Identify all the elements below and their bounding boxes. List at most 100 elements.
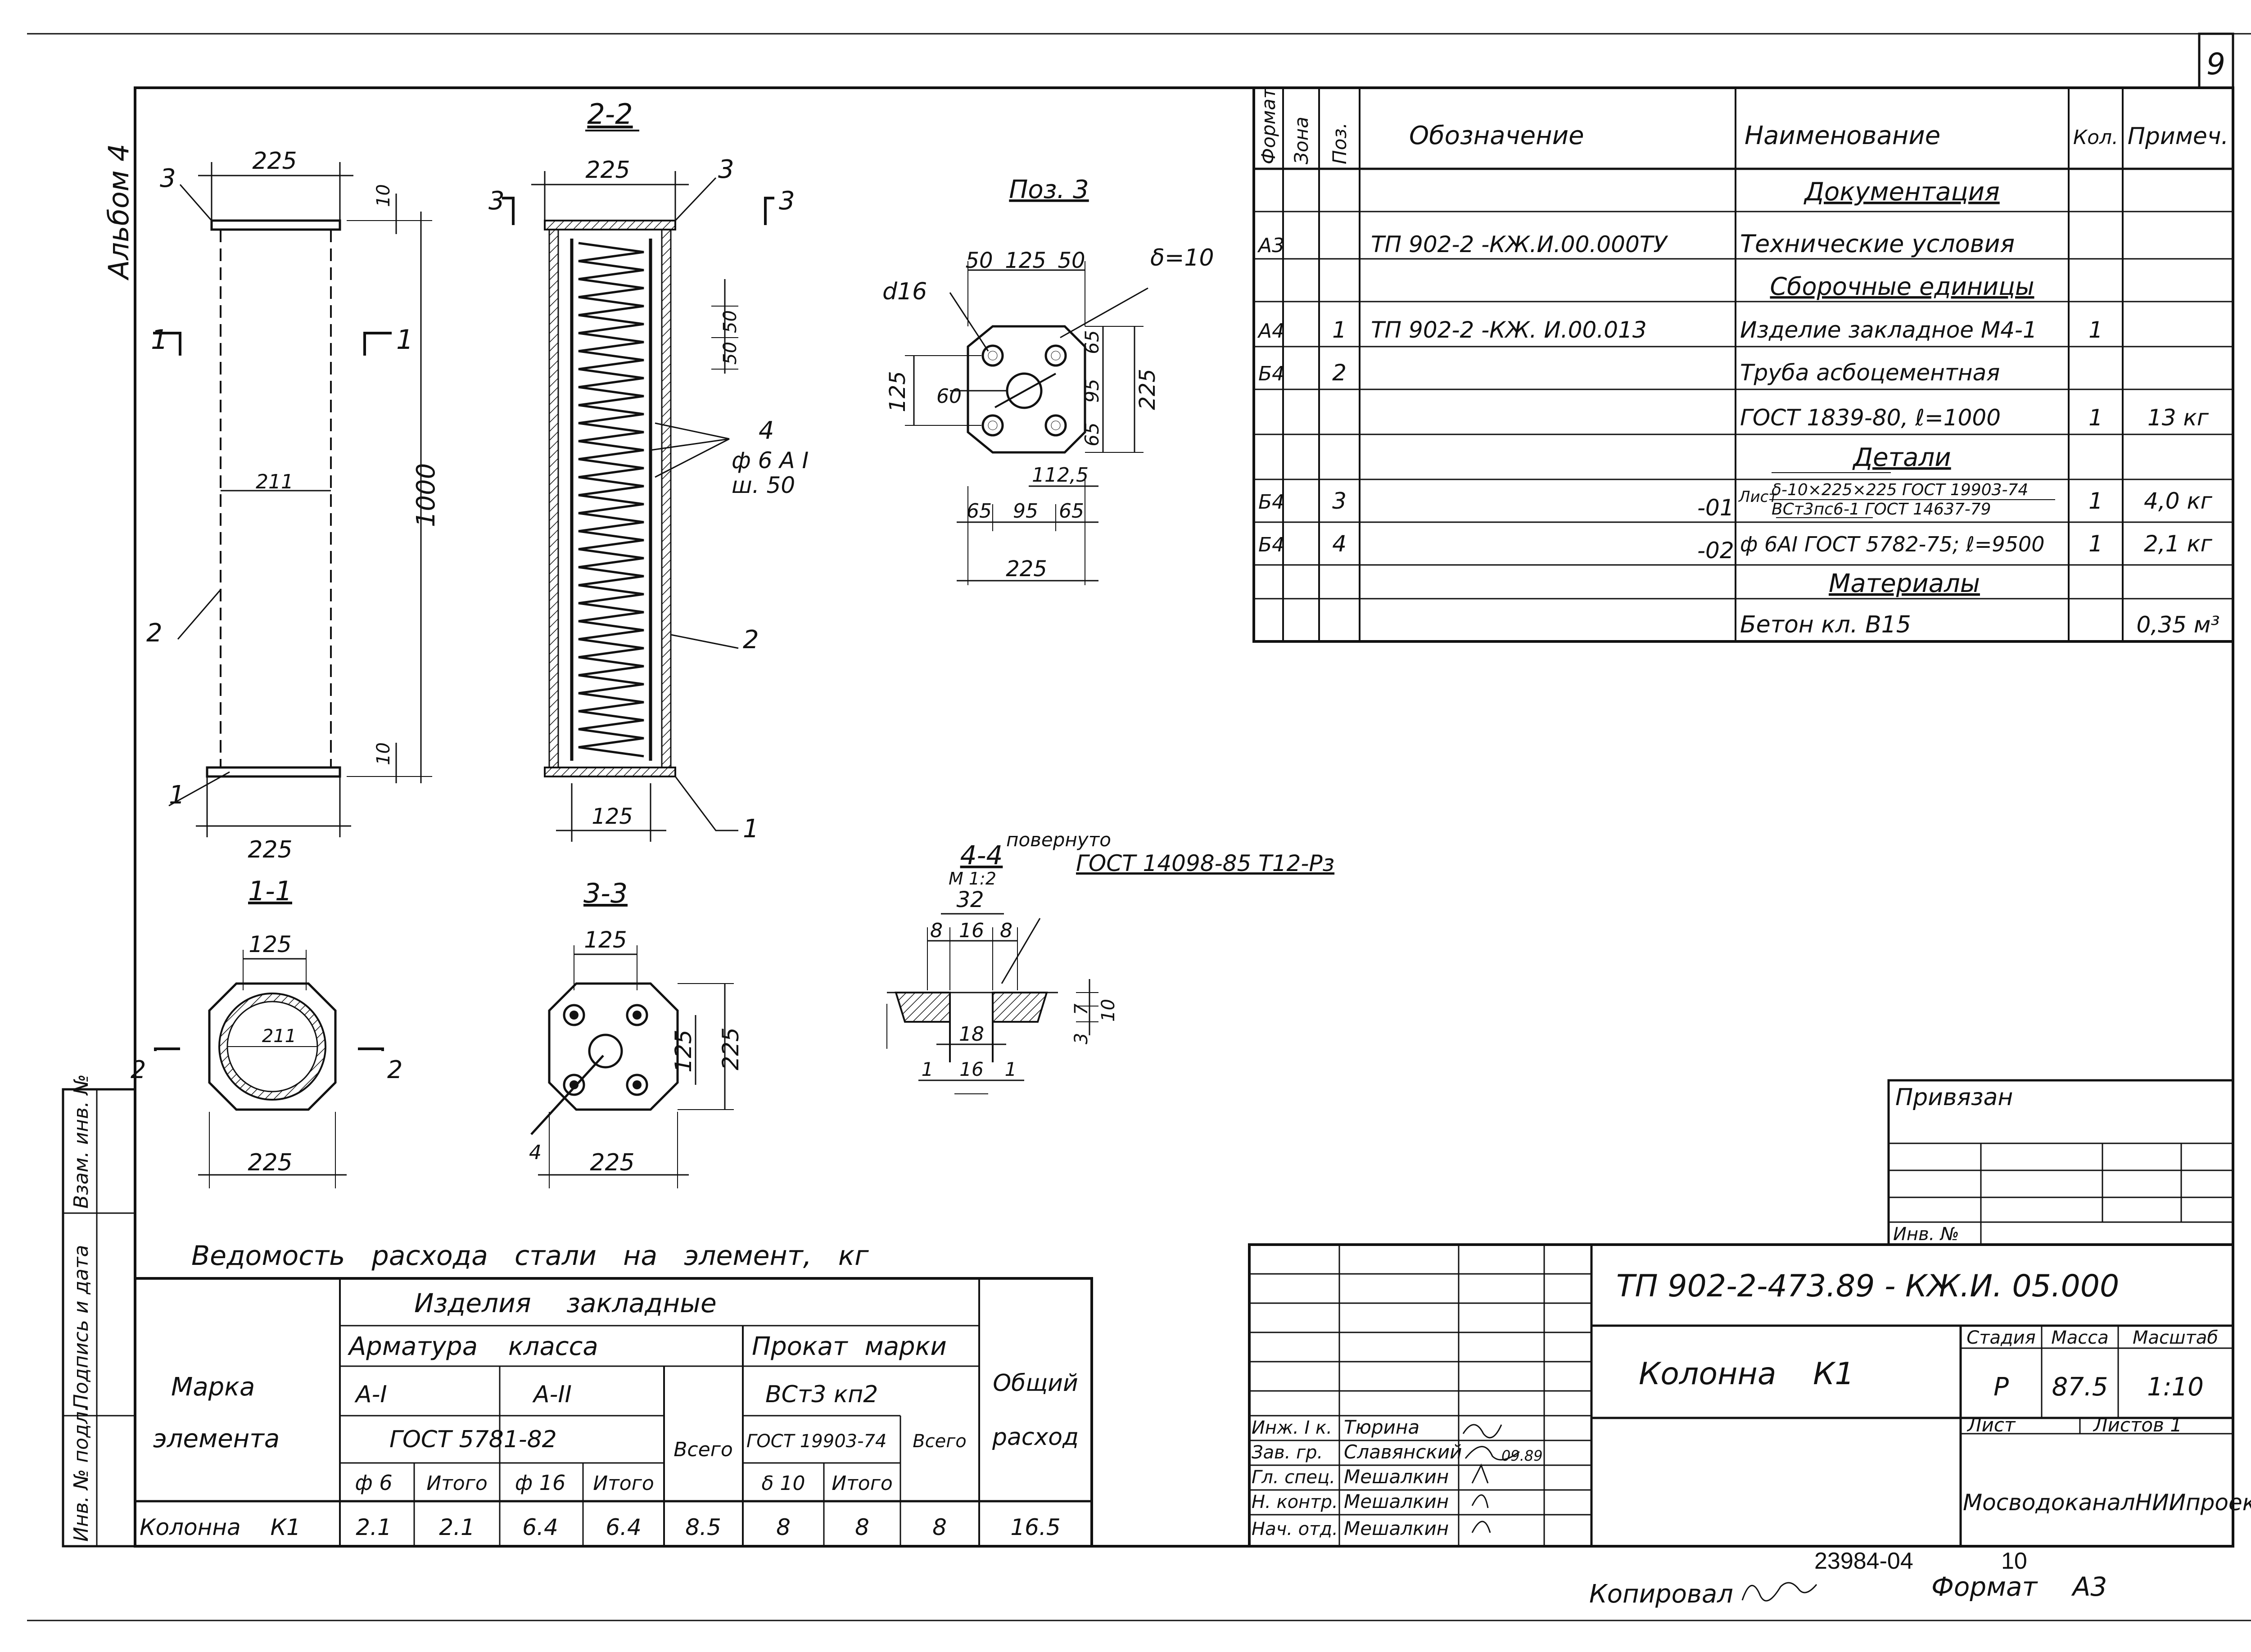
title-name: Колонна К1 [1639, 1356, 1854, 1392]
elev-height: 1000 [411, 463, 441, 528]
s44-top-dim-2: 16 [959, 919, 984, 942]
spec-row-pos: 3 [1332, 488, 1347, 514]
elev-width-bottom: 225 [248, 836, 292, 863]
spec-row-details: Детали [1852, 443, 1951, 472]
steel-armature-gost: ГОСТ 5781-82 [389, 1426, 557, 1453]
title-sheets-label: Листов 1 [2093, 1414, 2182, 1436]
steel-rolled-gost: ГОСТ 19903-74 [746, 1431, 886, 1452]
poz3-dim-1125: 112,5 [1032, 464, 1089, 487]
steel-col-total-1: Общий [993, 1370, 1078, 1397]
steel-sub-armature: Арматура класса [348, 1332, 598, 1361]
steel-rolled-grade: ВСт3 кп2 [765, 1381, 878, 1408]
steel-col-total-2: расход [992, 1424, 1079, 1451]
steel-sub-col: ф 16 [515, 1471, 565, 1495]
poz3-right-total: 225 [1135, 369, 1160, 410]
steel-row-total: 16.5 [1010, 1514, 1060, 1540]
s22-cut-left: 3 [488, 186, 505, 216]
elev-callout-2: 2 [146, 618, 163, 648]
footer-copied: Копировал [1589, 1580, 1733, 1609]
spec-header-name: Наименование [1745, 121, 1940, 150]
title-person-name: Мешалкин [1344, 1517, 1449, 1539]
spec-row-qty: 1 [2088, 531, 2103, 557]
steel-class-a2: А-II [532, 1381, 572, 1408]
elev-cut-left: 1 [151, 324, 168, 356]
steel-total-rolled: Всего [913, 1431, 967, 1452]
s44-bottom-dim-2: 16 [959, 1058, 983, 1080]
steel-class-a1: А-I [354, 1381, 387, 1408]
elev-inner: 211 [256, 470, 294, 493]
steel-table-title: Ведомость расхода стали на элемент, кг [191, 1240, 869, 1272]
steel-sub-rolled: Прокат марки [752, 1332, 947, 1361]
poz3-bottom-dim-1: 65 [967, 500, 992, 523]
section-2-2-view [502, 130, 774, 842]
s22-callout-3: 3 [718, 155, 734, 184]
s22-callout-2: 2 [743, 625, 759, 654]
spec-row-name: ГОСТ 1839-80, ℓ=1000 [1740, 405, 2001, 431]
s44-scale: М 1:2 [949, 869, 996, 889]
section-3-3-view [530, 945, 734, 1188]
s11-cut-left: 2 [131, 1056, 146, 1084]
steel-sub-col: δ 10 [762, 1472, 805, 1495]
steel-row-value: 8 [855, 1514, 869, 1540]
elev-cut-right: 1 [396, 324, 413, 356]
s22-dim-50a: 50 [720, 310, 741, 333]
poz3-right-dim-1: 65 [1081, 330, 1103, 354]
steel-group: Изделия закладные [414, 1288, 717, 1318]
s11-cut-right: 2 [387, 1056, 402, 1084]
poz3-title: Поз. 3 [1009, 175, 1089, 204]
spec-row-qty: 1 [2088, 317, 2103, 343]
elev-width-top: 225 [252, 148, 297, 175]
spec-row-designation: -02 [1697, 537, 1734, 564]
s22-cut-right: 3 [779, 186, 795, 216]
steel-row-value: 6.4 [606, 1514, 642, 1540]
spec-row-note: 4,0 кг [2144, 488, 2213, 514]
s44-top-total: 32 [956, 887, 984, 912]
steel-total-armature: Всего [673, 1438, 732, 1461]
poz3-hole-dim: 60 [936, 385, 962, 408]
title-date: 09.89 [1501, 1447, 1543, 1464]
s33-right-outer: 225 [718, 1027, 744, 1070]
album-label: Альбом 4 [102, 144, 135, 281]
spec-row-pos: 4 [1332, 531, 1347, 557]
binding-inv: Инв. № [1893, 1224, 1959, 1245]
spec-row-name-line1: δ-10×225×225 ГОСТ 19903-74 [1772, 481, 2028, 499]
title-mass: 87.5 [2052, 1372, 2108, 1402]
steel-row-value: 8 [776, 1514, 791, 1540]
title-stage-label: Стадия [1966, 1327, 2035, 1348]
section-4-4-title: 4-4 [960, 840, 1003, 871]
steel-sub-col: Итого [832, 1472, 893, 1495]
poz3-bottom-total: 225 [1006, 556, 1047, 582]
s33-bottom: 225 [590, 1149, 634, 1176]
spec-header-qty: Кол. [2073, 126, 2118, 149]
title-person-name: Славянский [1344, 1441, 1462, 1463]
rebar-label: ф 6 A I [732, 447, 809, 474]
title-person-role: Н. контр. [1252, 1492, 1338, 1512]
elev-end-bottom: 10 [373, 742, 394, 765]
title-person-name: Мешалкин [1344, 1466, 1449, 1488]
steel-row-value: 2.1 [356, 1514, 392, 1540]
s33-right-inner: 125 [670, 1029, 696, 1072]
strip-inv-orig: Инв. № подл. [70, 1405, 93, 1542]
steel-table [134, 1277, 1093, 1548]
s44-bottom-dim-3: 1 [1005, 1058, 1017, 1080]
title-scale-label: Масштаб [2133, 1327, 2218, 1348]
copied-signature [1741, 1582, 1817, 1602]
steel-col-mark-1: Марка [171, 1372, 255, 1402]
title-person-role: Инж. I к. [1252, 1417, 1332, 1438]
spec-row-name: ф 6AI ГОСТ 5782-75; ℓ=9500 [1740, 532, 2044, 556]
poz3-top-dim-3: 50 [1058, 248, 1085, 273]
strip-replaces-inv: Взам. инв. № [70, 1074, 93, 1209]
spec-row-note: 0,35 м³ [2137, 612, 2220, 638]
s44-dim-18: 18 [959, 1023, 984, 1046]
s11-bottom: 225 [248, 1149, 292, 1176]
section-1-1-title: 1-1 [248, 876, 292, 907]
spec-row-format: Б4 [1258, 491, 1284, 514]
s44-top-dim-3: 8 [1000, 919, 1012, 942]
poz3-left-dim: 125 [885, 371, 910, 412]
poz3-thickness: δ=10 [1150, 244, 1214, 271]
spec-row-format: А3 [1257, 234, 1284, 257]
steel-sub-col: Итого [593, 1472, 654, 1495]
title-person-name: Тюрина [1344, 1416, 1419, 1438]
spec-row-name: Бетон кл. В15 [1740, 611, 1911, 638]
title-sheet-label: Лист [1966, 1414, 2016, 1436]
